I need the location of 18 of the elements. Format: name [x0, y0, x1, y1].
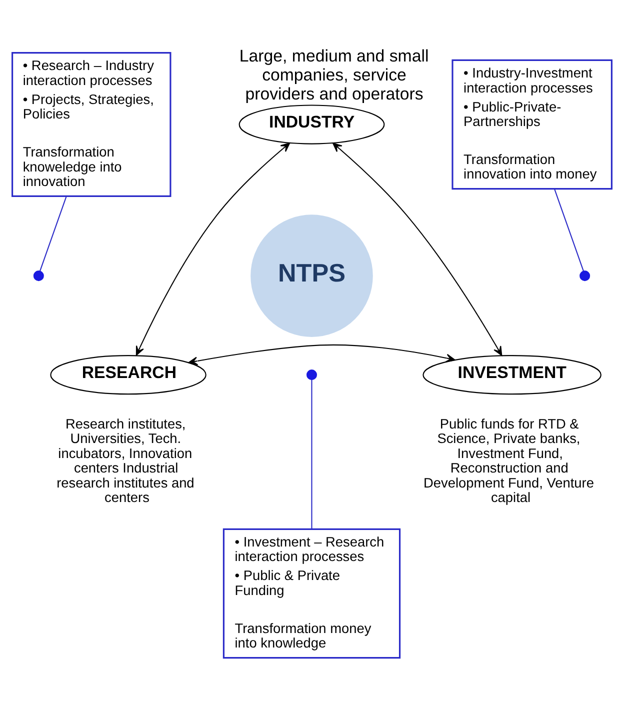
node-circle: NTPS — [250, 214, 373, 337]
connector — [311, 380, 312, 529]
node-circle — [580, 270, 590, 282]
node-label: Research institutes, Universities, Tech. incubators, Innovation centers Industrial research institutes and centers — [56, 416, 194, 506]
connector — [39, 196, 67, 272]
arrow — [136, 142, 290, 356]
arrow — [332, 142, 502, 356]
connector — [554, 188, 584, 272]
node-box: • Industry-Investment interaction processes • Public-Private-Partnerships Transformation innovation into money — [452, 59, 612, 190]
node-label: Public funds for RTD & Science, Private banks, Investment Fund, Reconstruction and Development Fund, Venture capital — [423, 416, 594, 506]
node-circle — [306, 370, 317, 380]
node-label: Large, medium and small companies, service providers and operators — [239, 46, 429, 104]
arrow — [188, 344, 456, 366]
node-ellipse: INVESTMENT — [422, 355, 602, 395]
node-box: • Research – Industry interaction processes • Projects, Strategies, Policies Transformation knoweledge into innovation — [12, 52, 172, 198]
node-ellipse: INDUSTRY — [238, 104, 385, 144]
node-circle — [33, 270, 44, 282]
node-box: • Investment – Research interaction processes • Public & Private Funding Transformation money into knowledge — [222, 528, 401, 659]
